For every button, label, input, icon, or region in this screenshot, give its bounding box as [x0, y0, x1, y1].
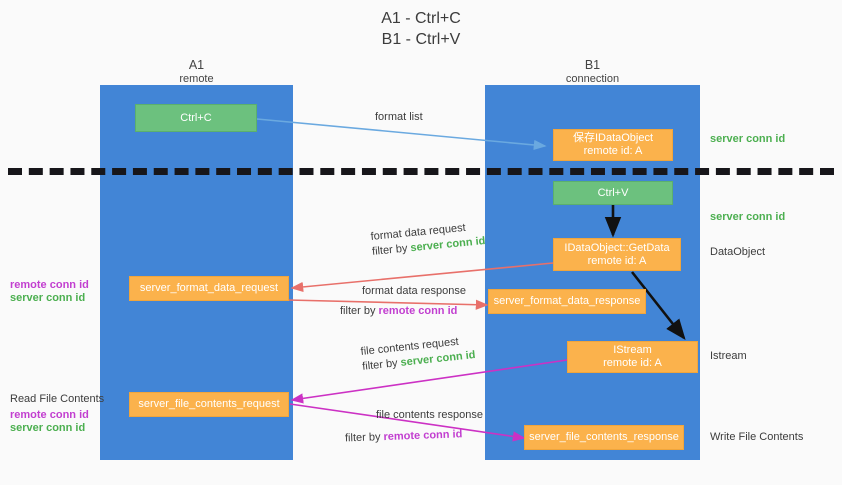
edge-label-format-data-request: format data request filter by server con…	[370, 219, 486, 260]
node-server-file-contents-response[interactable]: server_file_contents_response	[524, 425, 684, 450]
node-istream-line-1: IStream	[613, 344, 652, 356]
annotation-text: Istream	[710, 350, 747, 362]
annotation-read-file-contents-title: Read File Contents	[10, 393, 105, 405]
phase-divider	[8, 168, 834, 175]
node-server-format-data-request-line-1: server_format_data_request	[139, 282, 279, 294]
node-ctrl-v[interactable]: Ctrl+V	[553, 181, 673, 205]
diagram-title: A1 - Ctrl+C B1 - Ctrl+V	[0, 8, 842, 50]
node-server-format-data-response[interactable]: server_format_data_response	[488, 289, 646, 314]
annotation-server-conn-id: server conn id	[10, 292, 86, 304]
filter-prefix: filter by	[371, 242, 412, 258]
node-server-format-data-request[interactable]: server_format_data_request	[129, 276, 289, 301]
edge-label-file-contents-response-main: file contents response	[376, 409, 484, 421]
edge-label-format-data-response: format data response filter by remote co…	[340, 284, 466, 319]
filter-value-remote-conn-id: remote conn id	[383, 428, 463, 444]
node-server-file-contents-response-line-1: server_file_contents_response	[529, 431, 679, 443]
node-idataobject-store[interactable]: 保存IDataObject remote id: A	[553, 129, 673, 161]
title-line-1: A1 - Ctrl+C	[381, 10, 461, 27]
annotation-text: DataObject	[710, 246, 766, 258]
lane-b1-title: B1	[584, 58, 601, 72]
annotation-server-conn-id-mid: server conn id	[710, 211, 785, 224]
node-ctrl-v-line-1: Ctrl+V	[597, 186, 629, 199]
lane-b1-header: B1 connection	[485, 58, 700, 86]
annotation-istream: Istream	[710, 350, 747, 363]
filter-prefix: filter by	[361, 356, 402, 373]
edge-label-format-data-response-filter: filter by remote conn id	[340, 304, 466, 319]
node-server-file-contents-request[interactable]: server_file_contents_request	[129, 392, 289, 417]
node-istream-line-2: remote id: A	[603, 357, 662, 369]
annotation-remote-conn-id: remote conn id	[10, 279, 89, 291]
annotation-server-conn-id: server conn id	[10, 422, 86, 434]
node-idataobject-getdata[interactable]: IDataObject::GetData remote id: A	[553, 238, 681, 271]
filter-value-remote-conn-id: remote conn id	[378, 305, 458, 317]
lane-a1-title: A1	[188, 58, 205, 72]
node-server-format-data-response-line-1: server_format_data_response	[493, 295, 641, 307]
node-server-file-contents-request-line-1: server_file_contents_request	[138, 398, 280, 410]
annotation-text: server conn id	[710, 211, 786, 223]
node-ctrl-c-line-1: Ctrl+C	[180, 111, 212, 124]
edge-label-file-contents-request: file contents request filter by server c…	[360, 333, 476, 375]
node-idataobject-getdata-line-2: remote id: A	[587, 254, 647, 267]
annotation-server-conn-id-top: server conn id	[710, 133, 785, 146]
annotation-text: server conn id	[710, 133, 786, 145]
lane-b1-subtitle: connection	[565, 73, 620, 85]
title-line-2: B1 - Ctrl+V	[381, 31, 461, 48]
edge-label-file-contents-response-filter: filter by remote conn id	[345, 427, 483, 447]
edge-label-file-contents-response: file contents response filter by remote …	[345, 408, 484, 444]
node-idataobject-store-line-1: 保存IDataObject	[572, 132, 654, 144]
annotation-remote-conn-id: remote conn id	[10, 409, 89, 421]
lane-a1-subtitle: remote	[179, 73, 214, 85]
node-idataobject-store-line-2: remote id: A	[583, 145, 643, 157]
edge-label-format-data-response-main: format data response	[362, 285, 466, 297]
annotation-conn-ids-upper: remote conn id server conn id	[10, 279, 89, 305]
annotation-text: Write File Contents	[710, 431, 804, 443]
annotation-write-file-contents: Write File Contents	[710, 431, 803, 444]
node-istream[interactable]: IStream remote id: A	[567, 341, 698, 373]
edge-label-format-list: format list	[375, 111, 423, 123]
lane-a1-header: A1 remote	[100, 58, 293, 86]
node-ctrl-c[interactable]: Ctrl+C	[135, 104, 257, 132]
filter-prefix: filter by	[340, 305, 379, 317]
node-idataobject-getdata-line-1: IDataObject::GetData	[564, 241, 670, 254]
annotation-dataobject: DataObject	[710, 246, 765, 259]
filter-prefix: filter by	[344, 431, 384, 445]
annotation-read-file-contents: Read File Contents remote conn id server…	[10, 393, 104, 435]
